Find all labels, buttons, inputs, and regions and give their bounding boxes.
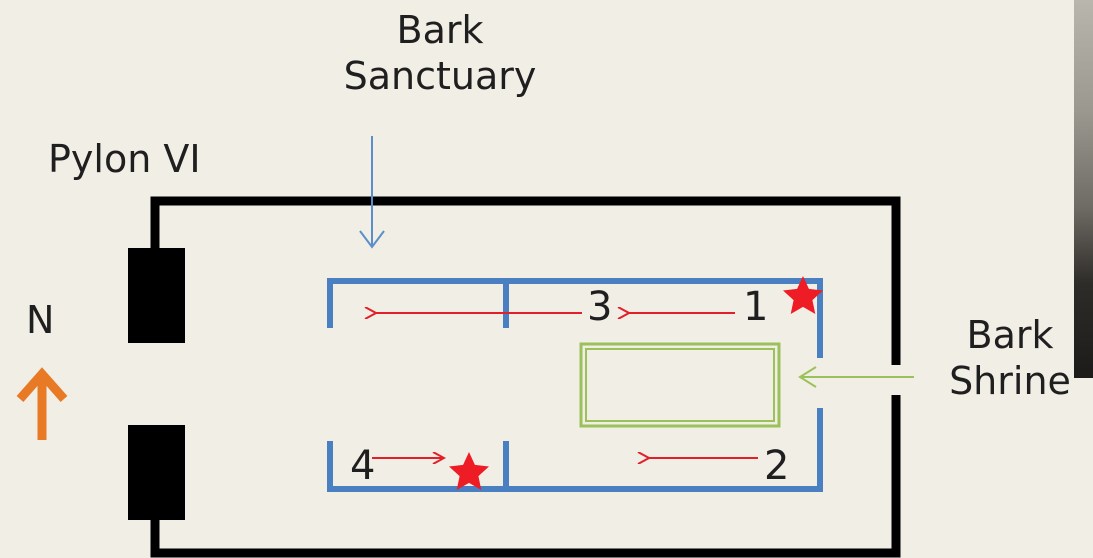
bark-sanctuary-label: Bark Sanctuary	[300, 8, 580, 99]
photo-edge	[1074, 0, 1093, 378]
bark-sanctuary-label-line2: Sanctuary	[343, 53, 537, 98]
bark-sanctuary-label-line1: Bark	[396, 8, 484, 52]
pylon-label: Pylon VI	[48, 137, 201, 181]
bark-shrine-label-line1: Bark	[966, 313, 1054, 357]
pylon-block-south	[128, 425, 185, 520]
pylon-block-north	[128, 248, 185, 343]
orange-up-arrow-icon	[16, 367, 68, 440]
station-number-2: 2	[764, 443, 790, 489]
red-star-icon	[783, 276, 823, 314]
red-star-icon	[449, 452, 489, 490]
north-label: N	[26, 298, 55, 342]
bark-shrine-label-line2: Shrine	[949, 358, 1071, 403]
bark-shrine-outer	[579, 342, 781, 428]
outer-wall	[150, 196, 901, 558]
sanctuary-wall-bottom	[327, 408, 823, 492]
bark-shrine-inner	[585, 348, 775, 422]
station-number-3: 3	[587, 284, 613, 330]
bark-shrine-label: Bark Shrine	[928, 313, 1092, 404]
station-number-1: 1	[743, 284, 769, 330]
shrine-pointer-head	[798, 366, 817, 388]
sanctuary-wall-top	[327, 278, 823, 358]
station-number-4: 4	[350, 443, 376, 489]
sanctuary-pointer-head	[359, 230, 385, 249]
